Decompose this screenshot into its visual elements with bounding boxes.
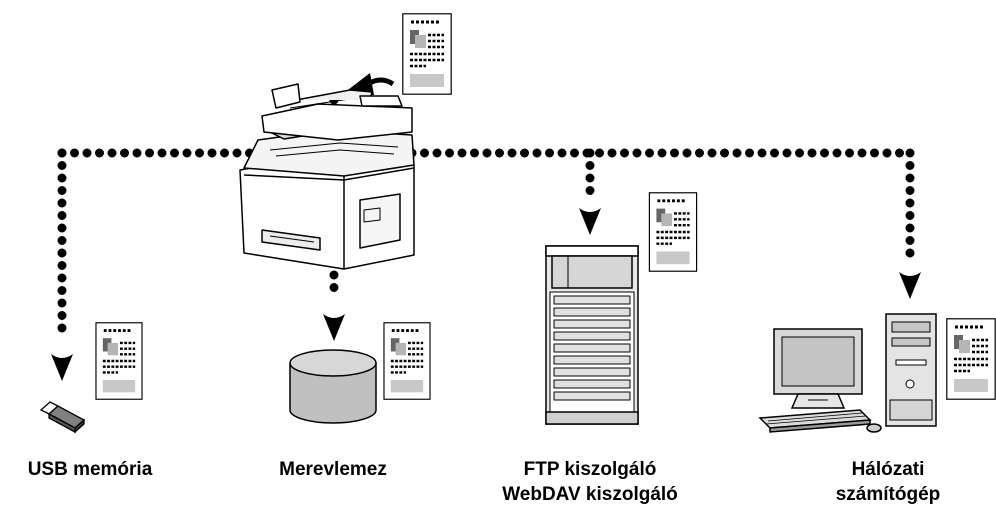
usb-memory-icon xyxy=(39,401,86,434)
hard-disk-caption: Merevlemez xyxy=(243,457,423,482)
computer-document-icon xyxy=(946,318,996,400)
network-computer-icon xyxy=(758,313,937,433)
hdd-document-icon xyxy=(383,322,431,400)
arrow-to-hdd-icon xyxy=(323,314,345,341)
caption-line: Merevlemez xyxy=(279,459,387,480)
caption-line: számítógép xyxy=(835,484,941,505)
server-document-icon xyxy=(648,192,698,272)
hard-disk-icon xyxy=(289,349,377,424)
usb-memory-caption: USB memória xyxy=(0,457,180,482)
arrow-to-computer-icon xyxy=(899,272,921,299)
caption-line: WebDAV kiszolgáló xyxy=(502,484,678,505)
usb-document-icon xyxy=(95,322,143,400)
arrow-to-usb-icon xyxy=(51,354,73,381)
connection-lines xyxy=(57,95,915,345)
multifunction-printer-icon xyxy=(239,83,415,270)
caption-line: FTP kiszolgáló xyxy=(523,459,657,480)
arrow-to-server-icon xyxy=(579,208,601,235)
network-computer-caption: Hálózati számítógép xyxy=(800,457,976,507)
input-document-icon xyxy=(402,13,452,95)
caption-line: Hálózati xyxy=(851,459,925,480)
ftp-webdav-server-icon xyxy=(545,245,639,425)
ftp-webdav-server-caption: FTP kiszolgáló WebDAV kiszolgáló xyxy=(480,457,700,507)
caption-line: USB memória xyxy=(27,459,153,480)
